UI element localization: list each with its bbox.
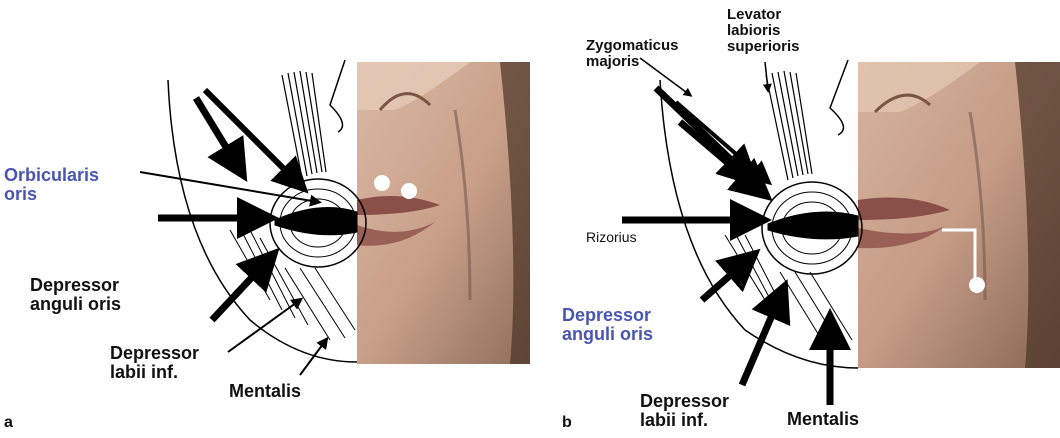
face-photo-b	[858, 62, 1060, 368]
arrows-a	[140, 90, 326, 375]
label-line: labii inf.	[640, 411, 729, 430]
label-depressor-anguli-oris-a: Depressor anguli oris	[30, 276, 121, 315]
muscle-drawing-b	[660, 60, 862, 368]
marker-dot	[374, 175, 390, 191]
label-depressor-labii-a: Depressor labii inf.	[110, 344, 199, 383]
label-line: Rizorius	[586, 230, 637, 245]
label-line: Depressor	[640, 392, 729, 411]
label-line: labioris	[727, 23, 800, 39]
label-line: labii inf.	[110, 363, 199, 382]
label-line: anguli oris	[30, 295, 121, 314]
label-line: anguli oris	[562, 325, 653, 344]
marker-dot	[401, 183, 417, 199]
label-mentalis-a: Mentalis	[229, 382, 301, 401]
label-line: Depressor	[30, 276, 121, 295]
label-line: Zygomaticus	[586, 38, 679, 54]
label-line: superioris	[727, 39, 800, 55]
label-rizorius: Rizorius	[586, 230, 637, 245]
panel-letter-a: a	[4, 414, 13, 432]
panel-a-illustration	[0, 0, 530, 438]
label-orbicularis-oris-a: Orbicularis oris	[4, 166, 99, 205]
panel-b: Zygomaticus majoris Levator labioris sup…	[530, 0, 1060, 438]
label-depressor-labii-b: Depressor labii inf.	[640, 392, 729, 431]
label-line: Levator	[727, 7, 800, 23]
label-depressor-anguli-oris-b: Depressor anguli oris	[562, 306, 653, 345]
label-mentalis-b: Mentalis	[787, 410, 859, 429]
label-line: Depressor	[562, 306, 653, 325]
panel-a: Orbicularis oris Depressor anguli oris D…	[0, 0, 530, 438]
face-photo-a	[357, 62, 530, 364]
marker-dot	[969, 277, 985, 293]
label-line: Orbicularis	[4, 166, 99, 185]
label-line: oris	[4, 185, 99, 204]
label-zygomaticus-majoris: Zygomaticus majoris	[586, 38, 679, 70]
label-levator-labioris-superioris: Levator labioris superioris	[727, 7, 800, 56]
label-line: Mentalis	[787, 410, 859, 429]
label-line: Mentalis	[229, 382, 301, 401]
label-line: Depressor	[110, 344, 199, 363]
panel-letter-b: b	[562, 414, 572, 432]
label-line: majoris	[586, 54, 679, 70]
